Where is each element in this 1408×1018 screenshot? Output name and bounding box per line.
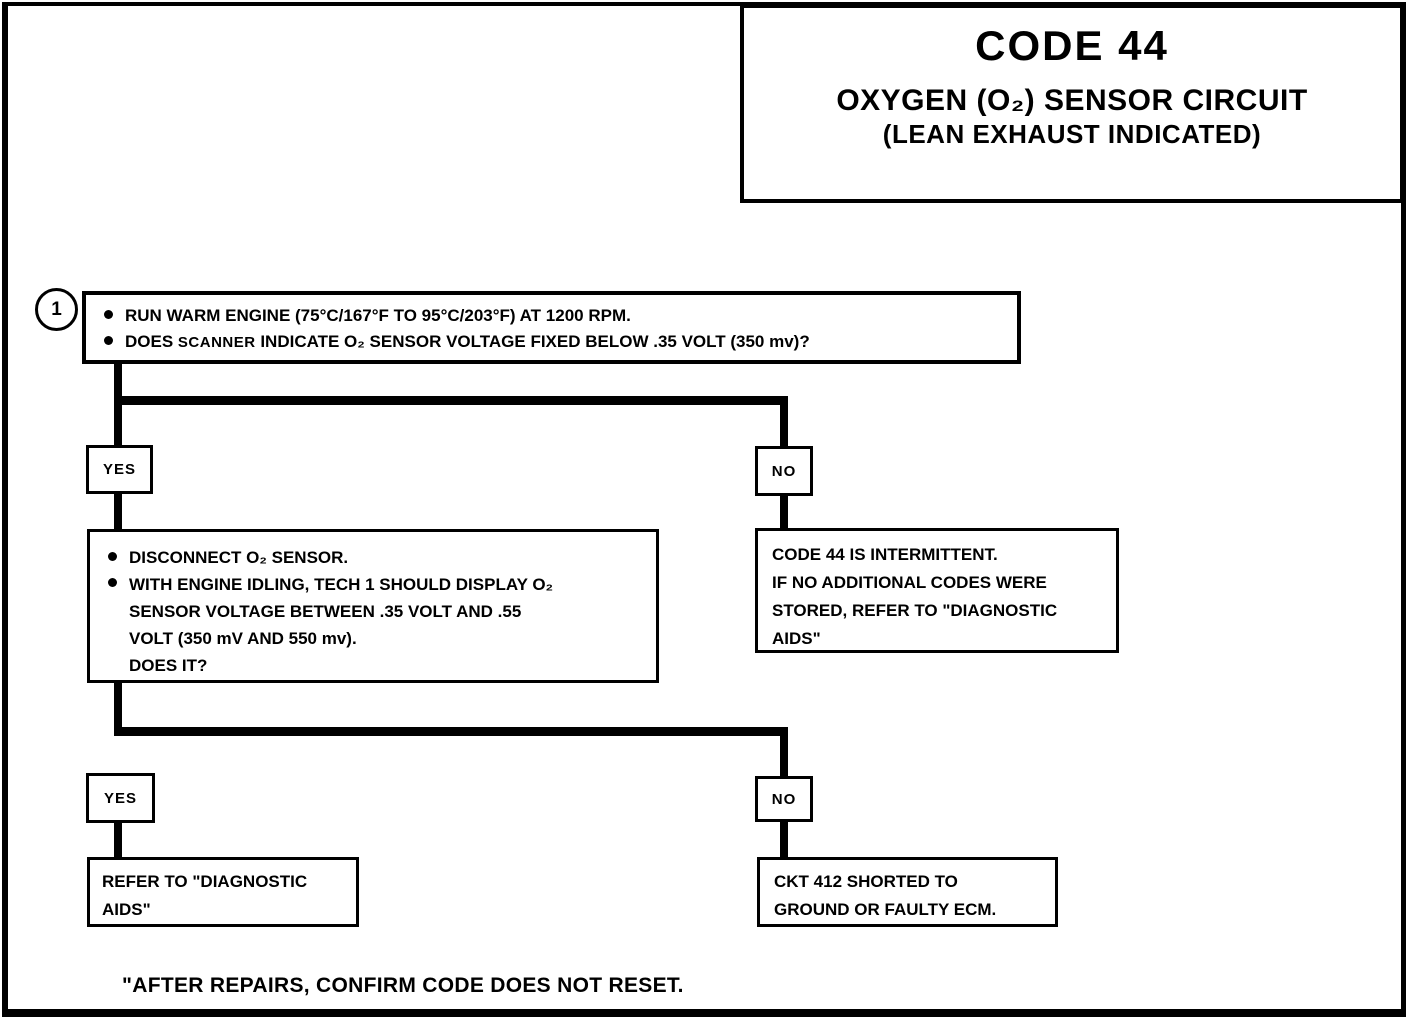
- step-number: 1: [51, 298, 62, 320]
- flow-box-refer-diagnostic-aids: REFER TO "DIAGNOSTIC AIDS": [87, 857, 359, 927]
- connector-line: [780, 727, 788, 777]
- branch2-yes-label: YES: [86, 773, 155, 823]
- flow-box-initial-question: RUN WARM ENGINE (75°C/167°F TO 95°C/203°…: [82, 291, 1021, 364]
- check2-line2: WITH ENGINE IDLING, TECH 1 SHOULD DISPLA…: [129, 575, 554, 594]
- title-box: CODE 44 OXYGEN (O₂) SENSOR CIRCUIT (LEAN…: [740, 4, 1404, 203]
- connector-line: [114, 493, 122, 530]
- bullet-row: DOES SCANNER INDICATE O₂ SENSOR VOLTAGE …: [104, 329, 1007, 356]
- branch2-no-label: NO: [755, 776, 813, 822]
- flow-box-ckt-412-fault: CKT 412 SHORTED TO GROUND OR FAULTY ECM.: [757, 857, 1058, 927]
- connector-line: [780, 495, 788, 529]
- bullet-icon: [104, 310, 113, 319]
- question1-line2-prefix: DOES: [125, 332, 178, 351]
- ckt-line1: CKT 412 SHORTED TO: [774, 872, 958, 891]
- bullet-icon: [108, 578, 117, 587]
- bullet-row: WITH ENGINE IDLING, TECH 1 SHOULD DISPLA…: [108, 571, 646, 679]
- chart-subtitle: OXYGEN (O₂) SENSOR CIRCUIT: [836, 84, 1308, 117]
- check2-line3: SENSOR VOLTAGE BETWEEN .35 VOLT AND .55: [129, 602, 522, 621]
- branch1-yes-label: YES: [86, 445, 153, 494]
- bullet-icon: [108, 552, 117, 561]
- bullet-row: RUN WARM ENGINE (75°C/167°F TO 95°C/203°…: [104, 303, 1007, 329]
- bullet-icon: [104, 336, 113, 345]
- check2-line5: DOES IT?: [129, 656, 208, 675]
- chart-code-title: CODE 44: [975, 22, 1169, 69]
- check2-line1: DISCONNECT O₂ SENSOR.: [129, 548, 349, 567]
- connector-line: [114, 727, 788, 736]
- question1-line1: RUN WARM ENGINE (75°C/167°F TO 95°C/203°…: [125, 306, 631, 325]
- intermittent-line3: STORED, REFER TO "DIAGNOSTIC: [772, 601, 1058, 620]
- chart-subtitle-secondary: (LEAN EXHAUST INDICATED): [882, 119, 1262, 149]
- step-number-marker: 1: [35, 288, 78, 331]
- connector-line: [114, 682, 122, 736]
- check2-body: WITH ENGINE IDLING, TECH 1 SHOULD DISPLA…: [129, 571, 553, 679]
- question1-line2-suffix: INDICATE O₂ SENSOR VOLTAGE FIXED BELOW .…: [255, 332, 810, 351]
- connector-line: [114, 822, 122, 858]
- intermittent-line4: AIDS": [772, 629, 821, 648]
- ckt-line2: GROUND OR FAULTY ECM.: [774, 900, 997, 919]
- flow-box-intermittent: CODE 44 IS INTERMITTENT. IF NO ADDITIONA…: [755, 528, 1119, 653]
- branch1-no-label: NO: [755, 446, 813, 496]
- flow-box-disconnect-check: DISCONNECT O₂ SENSOR. WITH ENGINE IDLING…: [87, 529, 659, 683]
- bullet-row: DISCONNECT O₂ SENSOR.: [108, 545, 646, 571]
- refer-line2: AIDS": [102, 900, 151, 919]
- intermittent-line1: CODE 44 IS INTERMITTENT.: [772, 545, 998, 564]
- intermittent-line2: IF NO ADDITIONAL CODES WERE: [772, 573, 1047, 592]
- check2-line4: VOLT (350 mV AND 550 mv).: [129, 629, 357, 648]
- connector-line: [780, 821, 788, 858]
- refer-line1: REFER TO "DIAGNOSTIC: [102, 872, 308, 891]
- question1-line2: DOES SCANNER INDICATE O₂ SENSOR VOLTAGE …: [125, 329, 810, 356]
- connector-line: [780, 396, 788, 448]
- connector-line: [114, 396, 788, 405]
- footer-note: "AFTER REPAIRS, CONFIRM CODE DOES NOT RE…: [122, 974, 684, 997]
- scanner-word: SCANNER: [177, 334, 256, 351]
